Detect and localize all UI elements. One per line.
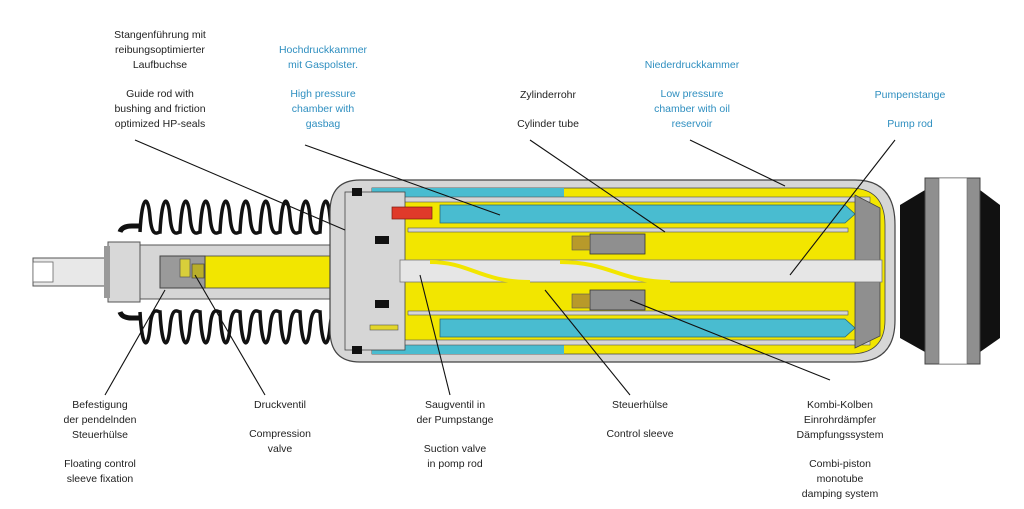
label-text: Steuerhülse xyxy=(611,399,669,411)
label-text: Floating control xyxy=(64,458,136,470)
label-text: Pump rod xyxy=(887,118,933,130)
label-text: chamber with oil xyxy=(654,103,730,115)
label-text: Control sleeve xyxy=(606,428,674,440)
label-text: Cylinder tube xyxy=(517,118,579,130)
label-cylinder-tube: Zylinderrohr Cylinder tube xyxy=(498,88,598,132)
label-text: monotube xyxy=(816,473,864,485)
label-text: Hochdruckkammer xyxy=(278,44,368,56)
boot-clamp-bottom xyxy=(117,310,140,321)
pump-rod-spiral-1 xyxy=(429,260,531,284)
gas-bag-bottom xyxy=(439,318,856,338)
label-text: sleeve fixation xyxy=(66,473,134,485)
label-text: valve xyxy=(267,443,293,455)
label-text: bushing and friction xyxy=(114,103,206,115)
leader-lines xyxy=(104,139,896,396)
label-text: Low pressure xyxy=(660,88,724,100)
label-text: gasbag xyxy=(305,118,341,130)
label-text: Compression xyxy=(249,428,311,440)
label-floating-sleeve-fixation: Befestigung der pendelnden Steuerhülse F… xyxy=(40,398,160,487)
label-text: reservoir xyxy=(671,118,713,130)
label-text: Combi-piston xyxy=(809,458,871,470)
label-text: Niederdruckkammer xyxy=(644,59,740,71)
label-high-pressure-chamber: Hochdruckkammer mit Gaspolster. High pre… xyxy=(248,43,398,132)
label-text: Zylinderrohr xyxy=(519,89,577,101)
label-suction-valve: Saugventil in der Pumpstange Suction val… xyxy=(400,398,510,472)
boot-clamp-top xyxy=(117,223,140,234)
label-text: Pumpenstange xyxy=(874,89,946,101)
pump-rod xyxy=(399,259,883,283)
label-text: in pomp rod xyxy=(427,458,483,470)
gas-bag-top xyxy=(439,204,856,224)
label-text: Stangenführung mit xyxy=(114,29,206,41)
label-control-sleeve: Steuerhülse Control sleeve xyxy=(590,398,690,442)
label-text: Kombi-Kolben xyxy=(807,399,873,411)
compression-valve xyxy=(159,255,206,289)
combi-piston xyxy=(571,233,646,311)
top-mount-bushing xyxy=(900,177,1000,365)
dust-boot-bellows xyxy=(138,199,341,345)
label-text: reibungsoptimierter xyxy=(115,44,205,56)
label-compression-valve: Druckventil Compression valve xyxy=(225,398,335,457)
label-text: Laufbuchse xyxy=(132,59,188,71)
label-text: mit Gaspolster. xyxy=(287,59,359,71)
gas-valve-red xyxy=(391,206,433,220)
label-text: Steuerhülse xyxy=(71,429,129,441)
label-text: optimized HP-seals xyxy=(114,118,206,130)
label-text: Saugventil in xyxy=(424,399,486,411)
label-guide-rod: Stangenführung mit reibungsoptimierter L… xyxy=(70,28,250,132)
label-text: der pendelnden xyxy=(63,414,137,426)
label-low-pressure-chamber: Niederdruckkammer Low pressure chamber w… xyxy=(622,58,762,132)
label-combi-piston: Kombi-Kolben Einrohrdämpfer Dämpfungssys… xyxy=(780,398,900,502)
label-text: der Pumpstange xyxy=(416,414,494,426)
pump-rod-spiral-2 xyxy=(559,260,671,284)
label-text: Druckventil xyxy=(254,399,306,411)
label-text: High pressure xyxy=(290,88,356,100)
label-text: damping system xyxy=(801,488,879,500)
label-text: Guide rod with xyxy=(126,88,194,100)
label-text: Suction valve xyxy=(423,443,487,455)
rod-end-eye xyxy=(32,241,141,303)
label-text: Befestigung xyxy=(72,399,128,411)
label-pump-rod: Pumpenstange Pump rod xyxy=(860,88,960,132)
label-text: chamber with xyxy=(291,103,355,115)
label-text: Einrohrdämpfer xyxy=(803,414,877,426)
label-text: Dämpfungssystem xyxy=(796,429,884,441)
